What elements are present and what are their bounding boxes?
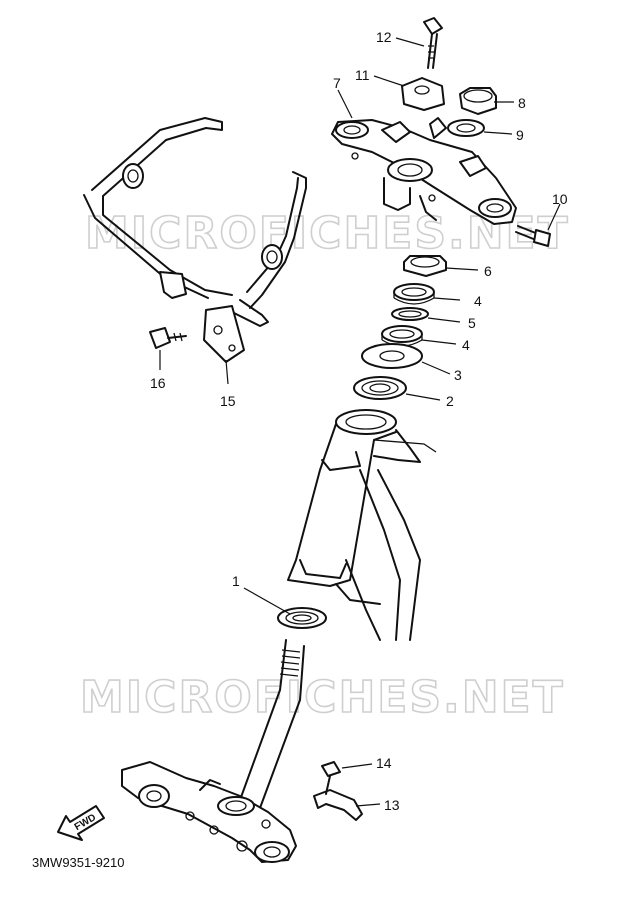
headlight-stay [83,117,307,363]
callout-12: 12 [376,29,392,45]
bearing-1 [277,607,327,629]
callout-2: 2 [446,393,454,409]
bearing-2 [353,376,407,400]
ball-race-cover-3 [361,343,423,369]
ring-nut-4-upper [393,283,435,305]
washer-9 [447,119,485,137]
callout-16: 16 [150,375,166,391]
callout-4-lower: 4 [462,337,470,353]
upper-bracket [331,117,517,225]
bolt-14 [321,761,341,795]
callout-8: 8 [518,95,526,111]
callout-5: 5 [468,315,476,331]
callout-3: 3 [454,367,462,383]
diagram-code: 3MW9351-9210 [32,855,125,870]
callout-15: 15 [220,393,236,409]
washer-5 [391,307,429,321]
callout-4-upper: 4 [474,293,482,309]
frame-head-pipe [287,409,437,641]
under-bracket [121,639,305,863]
callout-labels: 12 11 7 8 9 10 6 4 5 4 3 2 1 14 13 15 16 [150,29,568,813]
ring-nut-6 [403,255,447,277]
handlebar-holder-11 [401,77,445,111]
bolt-10 [515,225,551,247]
callout-13: 13 [384,797,400,813]
leader-lines [159,37,561,807]
watermark-bottom: MICROFICHES.NET [80,672,565,723]
callout-11: 11 [355,67,370,83]
callout-1: 1 [232,573,240,589]
callout-6: 6 [484,263,492,279]
fwd-arrow-icon: FWD [57,805,105,841]
callout-14: 14 [376,755,392,771]
cap-nut-8 [459,87,497,115]
callout-7: 7 [333,75,341,91]
ring-nut-4-lower [381,325,423,347]
callout-9: 9 [516,127,524,143]
bolt-16 [149,327,187,349]
bolt-12 [423,17,443,69]
cable-guide-13 [313,789,363,821]
callout-10: 10 [552,191,568,207]
